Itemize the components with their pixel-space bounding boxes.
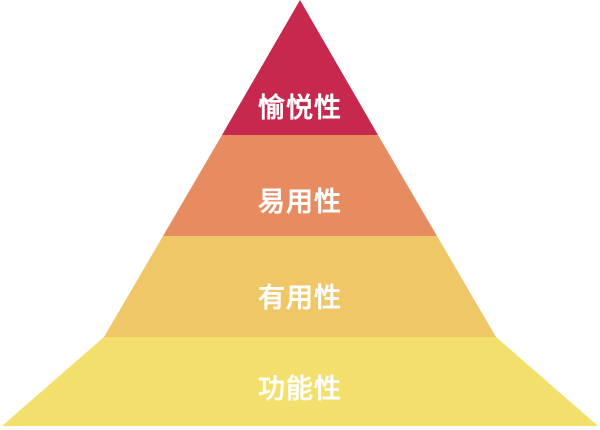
layer-usefulness <box>104 236 496 337</box>
layer-label-usefulness: 有用性 <box>258 283 342 314</box>
layer-label-delight: 愉悦性 <box>258 93 342 124</box>
layer-label-usability: 易用性 <box>258 187 342 218</box>
layer-functionality <box>2 337 598 426</box>
layer-top-delight <box>222 0 378 135</box>
layer-label-functionality: 功能性 <box>258 374 342 405</box>
layer-usability <box>163 135 437 236</box>
